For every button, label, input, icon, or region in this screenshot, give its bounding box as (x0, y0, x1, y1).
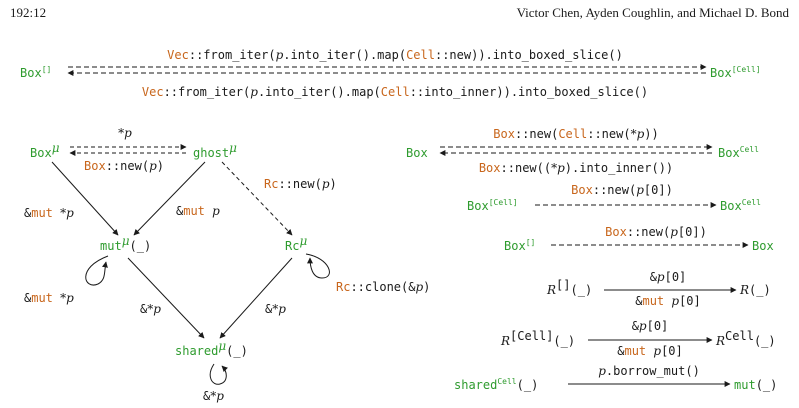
node-box: Box (406, 146, 428, 160)
label-box-new-p0-1: Box::new(p[0]) (571, 183, 673, 197)
node-mut-mu: mutμ(_) (100, 234, 151, 253)
label-ref-p0-1: &p[0] (650, 270, 687, 284)
node-box-cell-slice-2: Box[Cell] (467, 198, 518, 213)
label-shared-deref-2: &*p (265, 302, 286, 316)
node-box-cell-2: BoxCell (720, 198, 761, 213)
node-shared-cell: sharedCell(_) (454, 377, 538, 392)
node-box-mu: Boxμ (30, 141, 60, 160)
label-box-new-cell: Box::new(Cell::new(*p)) (493, 127, 658, 141)
loop-mut (85, 255, 109, 286)
node-mut: mut(_) (734, 378, 777, 392)
label-borrow-mut: p.borrow_mut() (598, 364, 700, 378)
author-line: Victor Chen, Ayden Coughlin, and Michael… (517, 5, 790, 20)
node-r: R(_) (739, 283, 771, 297)
node-r-cell: RCell(_) (715, 329, 776, 348)
label-mut-p0-1: &mut p[0] (635, 294, 701, 308)
arrow-box-to-mut (51, 161, 119, 236)
arrow-ghost-to-mut (133, 161, 206, 236)
node-box-slice: Box[] (20, 65, 51, 80)
arrow-ghost-to-rc (221, 161, 293, 236)
loop-shared (209, 363, 228, 385)
label-ref-p0-2: &p[0] (632, 319, 669, 333)
loop-rc (305, 253, 330, 279)
label-deref-p: *p (118, 126, 132, 140)
label-shared-deref-3: &*p (203, 389, 224, 403)
arrow-rc-to-shared (219, 257, 293, 339)
label-top-forward: Vec::from_iter(p.into_iter().map(Cell::n… (167, 48, 623, 62)
label-rc-clone: Rc::clone(&p) (336, 280, 430, 294)
label-top-backward: Vec::from_iter(p.into_iter().map(Cell::i… (142, 85, 648, 99)
top-conversion: Box[] Box[Cell] Vec::from_iter(p.into_it… (20, 48, 761, 99)
node-rc-mu: Rcμ (285, 234, 307, 253)
label-mut-deref-2: &mut *p (24, 291, 74, 305)
node-box-cell-slice: Box[Cell] (710, 65, 761, 80)
label-mut-deref-1: &mut *p (24, 206, 74, 220)
node-shared-mu: sharedμ(_) (175, 339, 248, 358)
label-box-new-into-inner: Box::new((*p).into_inner()) (479, 161, 673, 175)
label-mut-p: &mut p (176, 204, 220, 218)
label-shared-deref-1: &*p (140, 302, 161, 316)
arrow-mut-to-shared (127, 257, 205, 339)
node-ghost-mu: ghostμ (193, 141, 237, 160)
label-box-new-p0-2: Box::new(p[0]) (605, 225, 707, 239)
label-box-new-p: Box::new(p) (84, 159, 164, 173)
node-r-cell-slice: R[Cell](_) (500, 329, 575, 348)
lattice-diagram: Boxμ ghostμ mutμ(_) Rcμ sharedμ(_) *p Bo… (24, 126, 430, 403)
node-box-slice-2: Box[] (504, 238, 535, 253)
label-rc-new-p: Rc::new(p) (264, 177, 337, 191)
node-r-slice: R[](_) (546, 278, 592, 297)
node-box-2: Box (752, 239, 774, 253)
conversion-rules: Box BoxCell Box::new(Cell::new(*p)) Box:… (406, 127, 777, 392)
page-number: 192:12 (10, 5, 46, 20)
node-box-cell: BoxCell (718, 145, 759, 160)
label-mut-p0-2: &mut p[0] (617, 344, 683, 358)
